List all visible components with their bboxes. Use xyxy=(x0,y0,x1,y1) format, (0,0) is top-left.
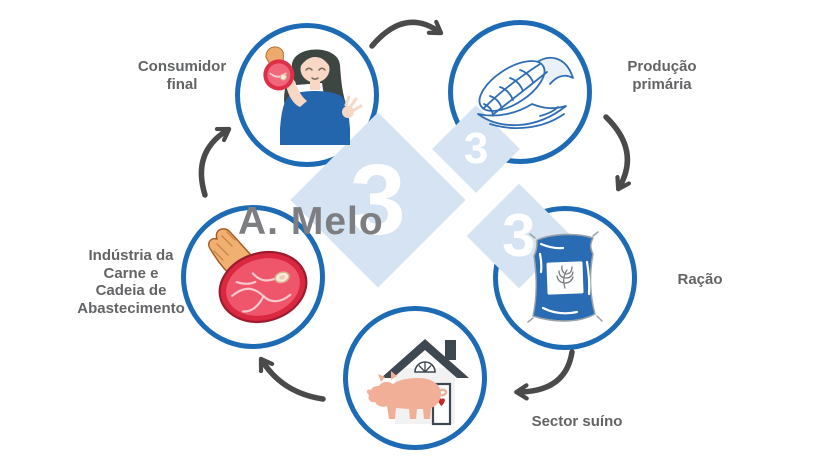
ham-cut-icon xyxy=(208,228,308,323)
node-label-producao-primaria: Produção primária xyxy=(627,58,697,93)
watermark-brand-text: A. Melo xyxy=(238,200,384,243)
node-label-industria-carne: Indústria da Carne e Cadeia de Abastecim… xyxy=(77,247,185,318)
arrow-industry-to-consumer xyxy=(198,126,232,198)
arrow-production-to-feed xyxy=(603,114,632,192)
woman-eating-ham-icon xyxy=(263,46,363,145)
arrow-swine-to-industry xyxy=(258,356,326,402)
feed-sack-icon xyxy=(527,231,603,323)
node-label-racao: Ração xyxy=(677,271,723,288)
arrow-feed-to-swine xyxy=(514,349,575,401)
node-label-consumidor-final: Consumidor final xyxy=(137,58,227,93)
node-label-sector-suino: Sector suíno xyxy=(531,413,623,430)
pig-and-barn-icon xyxy=(366,339,469,426)
corn-cob-icon xyxy=(477,56,574,129)
arrow-consumer-to-production xyxy=(369,19,444,49)
